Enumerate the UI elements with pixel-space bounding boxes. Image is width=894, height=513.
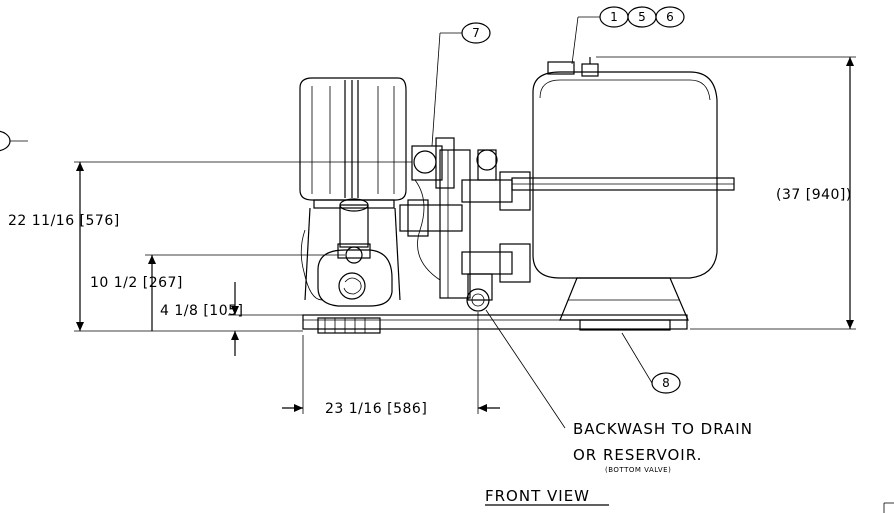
callout-bubble-1: 1 xyxy=(599,6,629,28)
overall-height-dimension: (37 [940]) xyxy=(776,187,852,203)
backwash-note-sub: (BOTTOM VALVE) xyxy=(605,466,671,474)
backwash-note-line2: OR RESERVOIR. xyxy=(573,446,702,464)
filter-tank xyxy=(511,57,735,321)
pump-center-dimension: 10 1/2 [267] xyxy=(90,275,183,291)
dimension-lines xyxy=(74,56,856,414)
callout-5-label: 5 xyxy=(638,10,646,24)
base-height-dimension: 4 1/8 [105] xyxy=(160,303,243,319)
callout-bubble-3: 3 xyxy=(0,130,11,152)
callout-8-label: 8 xyxy=(662,376,670,390)
callout-6-label: 6 xyxy=(666,10,674,24)
callout-bubble-5: 5 xyxy=(627,6,657,28)
drain-offset-dimension: 23 1/16 [586] xyxy=(325,401,427,417)
callout-bubble-7: 7 xyxy=(461,22,491,44)
pump xyxy=(300,198,393,307)
leader-lines xyxy=(8,16,653,429)
view-title: FRONT VIEW xyxy=(485,487,590,505)
inlet-height-dimension: 22 11/16 [576] xyxy=(8,213,120,229)
callout-bubble-6: 6 xyxy=(655,6,685,28)
callout-bubble-8: 8 xyxy=(651,372,681,394)
backwash-note-line1: BACKWASH TO DRAIN xyxy=(573,420,753,438)
callout-7-label: 7 xyxy=(472,26,480,40)
piping xyxy=(399,137,531,312)
motor-housing xyxy=(299,77,407,301)
callout-1-label: 1 xyxy=(610,10,618,24)
